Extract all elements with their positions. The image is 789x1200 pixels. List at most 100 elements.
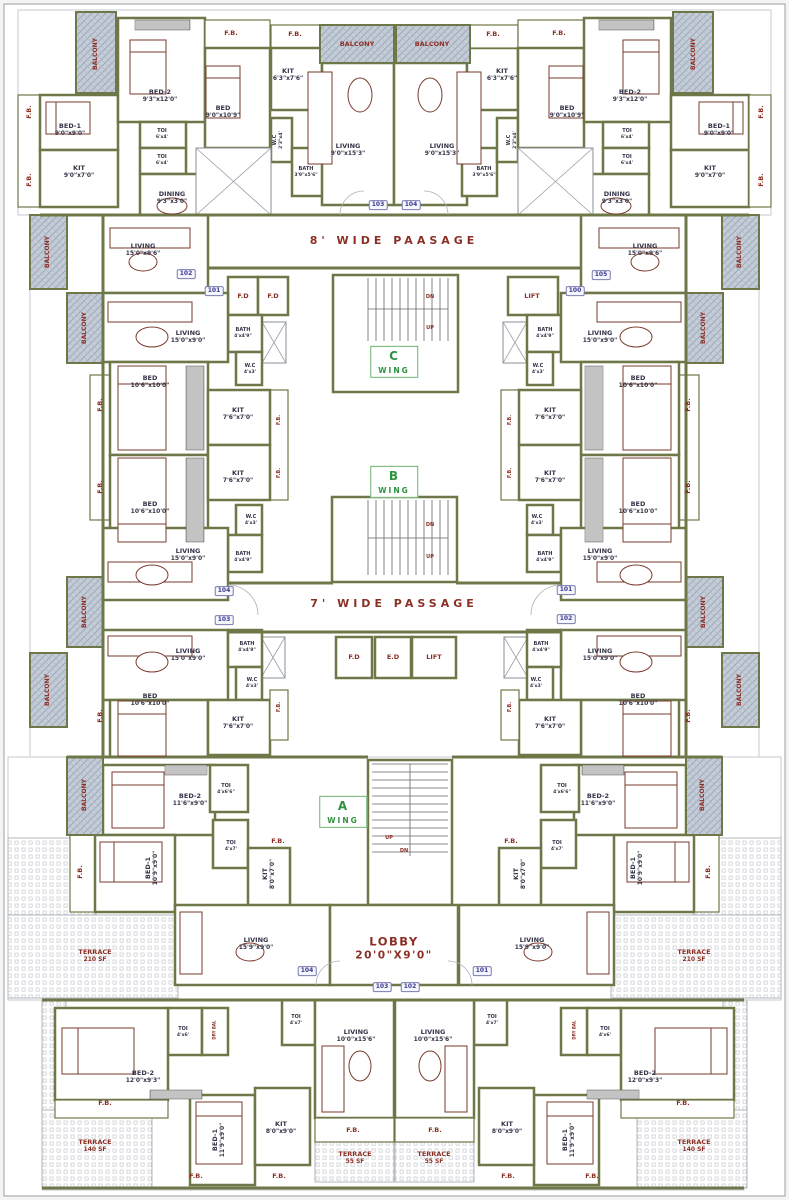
room-label-dims: 9'0"x15'3" — [330, 150, 366, 158]
room-label-dims: 6'x4' — [155, 134, 169, 140]
room-label-dims: 9'0"x9'0" — [54, 130, 86, 138]
room-label: BALCONY — [44, 674, 52, 706]
room-label-dims: 15'0"x9'0" — [170, 555, 206, 563]
room-label-dims: 9'0"x10'9" — [205, 112, 241, 120]
room-label: F.B. — [224, 28, 238, 37]
room-label: F.B. — [24, 105, 33, 119]
room-label-dims: 12'0"x9'3" — [125, 1077, 161, 1085]
room-label: F.B. — [275, 414, 282, 426]
room-label: F.B. — [95, 480, 104, 494]
room-label-dims: 15'0"x9'0" — [582, 655, 618, 663]
room-label-dims: 11'6"x9'0" — [580, 800, 616, 808]
room-label: DN — [399, 847, 409, 854]
lobby-label-dims: 20'0"X9'0" — [355, 949, 433, 962]
room-label-dims: 4'x4'9" — [532, 647, 550, 653]
unit-number: 104 — [401, 200, 421, 210]
room-label-dims: 11'9"x9'0" — [219, 1122, 227, 1158]
room-label: F.B. — [189, 1171, 203, 1180]
room-label-dims: 10'0"x15'6" — [336, 1036, 376, 1044]
unit-number: 103 — [372, 982, 392, 992]
room-label: DRY BAL — [571, 1020, 577, 1040]
room-label-dims: 2'3"x4' — [512, 131, 518, 149]
room-label: UP — [426, 553, 434, 560]
room-label-dims: 6'x4' — [620, 134, 634, 140]
room-label-dims: 9'0"x7'0" — [63, 172, 95, 180]
room-label-dims: 7'6"x7'0" — [222, 477, 254, 485]
room-label-dims: 7'6"x7'0" — [534, 477, 566, 485]
room-label: DN — [425, 293, 435, 300]
room-label-dims: 4'x4'9" — [234, 557, 252, 563]
room-label: BALCONY — [690, 38, 698, 70]
room-label-dims: 3'9"x5'6" — [472, 172, 496, 178]
room-label: BALCONY — [92, 38, 100, 70]
room-label-dims: 10'6"x10'0" — [618, 508, 658, 516]
room-label-dims: 15'0"x9'0" — [582, 555, 618, 563]
room-label-dims: 4'x7' — [289, 1020, 303, 1026]
room-label: LIFT — [426, 652, 442, 661]
room-label-dims: 4'x3' — [245, 683, 259, 689]
room-label-dims: 15'0"x9'6" — [125, 250, 161, 258]
room-label: BALCONY — [44, 236, 52, 268]
room-label: F.B. — [506, 414, 513, 426]
room-label-dims: 10'6"x10'0" — [130, 508, 170, 516]
room-label: F.B. — [98, 1098, 112, 1107]
room-label-dims: 11'9"x9'0" — [569, 1122, 577, 1158]
room-label-dims: 12'0"x9'3" — [627, 1077, 663, 1085]
room-label-dims: 210 SF — [83, 956, 107, 964]
room-label-dims: 11'6"x9'0" — [172, 800, 208, 808]
room-label-dims: 10'0"x15'6" — [413, 1036, 453, 1044]
room-label-dims: 8'0"x7'0" — [269, 858, 277, 890]
room-label-dims: 15'0"x9'0" — [170, 337, 206, 345]
room-label-dims: 4'x6' — [598, 1032, 612, 1038]
room-label-dims: 4'x6'6" — [553, 789, 571, 795]
room-label-dims: 10'6"x10'0" — [618, 700, 658, 708]
wing-label-dims: WING — [327, 815, 359, 825]
unit-number: 102 — [176, 269, 196, 279]
room-label-dims: 10'6"x10'0" — [618, 382, 658, 390]
room-label: F.B. — [504, 836, 518, 845]
unit-number: 103 — [368, 200, 388, 210]
room-label-dims: 4'x3' — [530, 520, 544, 526]
room-label: F.D — [267, 291, 279, 300]
room-label-dims: 9'0"x7'0" — [694, 172, 726, 180]
room-label-dims: 9'3"x12'0" — [612, 96, 648, 104]
room-label-dims: 210 SF — [682, 956, 706, 964]
room-label-dims: 2'3"x4' — [278, 131, 284, 149]
passage-label: 7' WIDE PASSAGE — [310, 596, 478, 610]
room-label-dims: 4'x7' — [550, 846, 564, 852]
room-label: UP — [426, 324, 434, 331]
